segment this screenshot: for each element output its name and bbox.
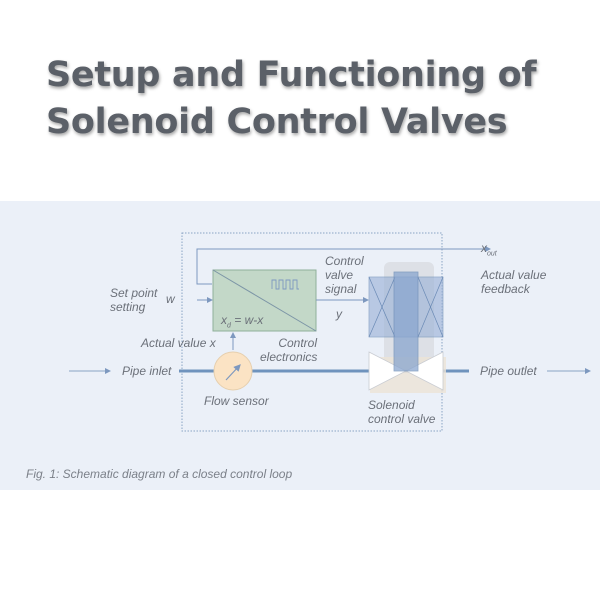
- flow-sensor-label: Flow sensor: [204, 394, 269, 408]
- title-line-1: Setup and Functioning of: [46, 55, 537, 95]
- system-boundary: [181, 232, 443, 432]
- solenoid-control-valve: [368, 262, 446, 393]
- page-title: Setup and Functioning of Solenoid Contro…: [46, 52, 537, 146]
- gauge-needle-icon: [225, 364, 241, 381]
- actual-value-x-label: Actual value x: [141, 336, 216, 350]
- flow-sensor: [213, 351, 253, 391]
- pwm-signal-icon: [271, 279, 299, 290]
- plunger: [393, 271, 419, 372]
- y-label: y: [336, 307, 342, 321]
- w-label: w: [166, 292, 175, 306]
- valve-right-triangle: [405, 351, 444, 391]
- valve-left-triangle: [368, 351, 407, 391]
- pipe-outlet-label: Pipe outlet: [480, 364, 537, 378]
- title-line-2: Solenoid Control Valves: [46, 102, 508, 142]
- feedback-line: [196, 246, 491, 285]
- x-out-label: xout: [481, 241, 497, 258]
- figure-caption: Fig. 1: Schematic diagram of a closed co…: [26, 467, 293, 481]
- pipe-inlet-label: Pipe inlet: [122, 364, 172, 378]
- xd-equation-label: xd = w-x: [221, 313, 264, 330]
- control-electronics-box: [212, 269, 317, 332]
